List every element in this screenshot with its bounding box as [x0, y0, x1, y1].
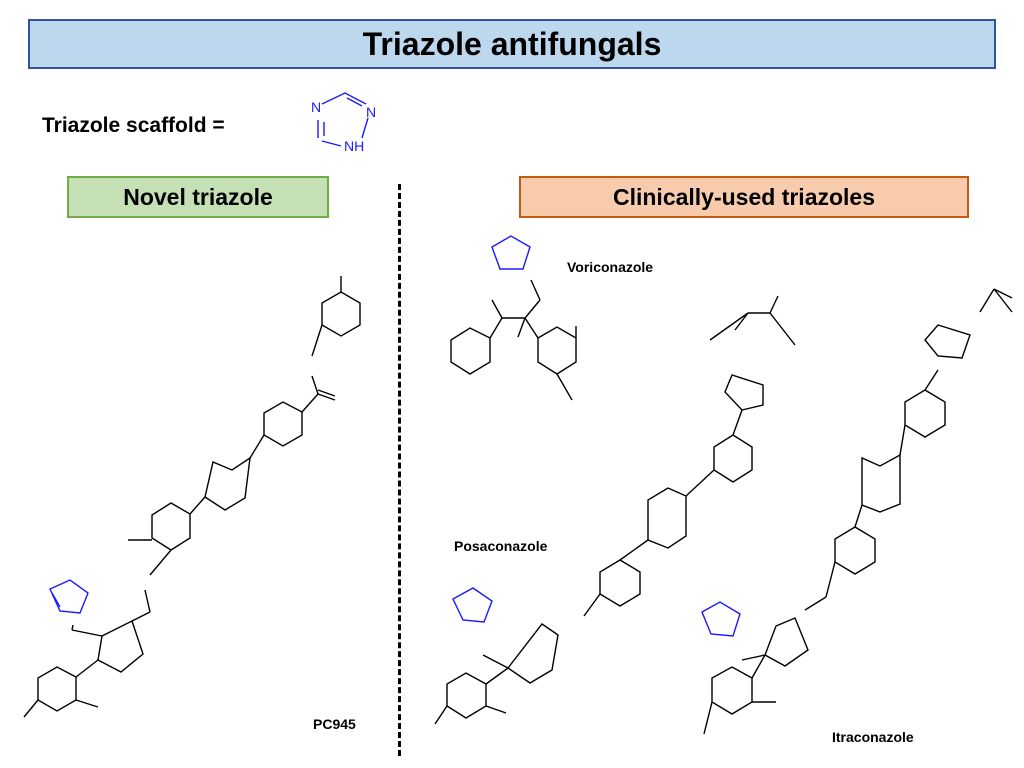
pc945-structure: [23, 276, 361, 718]
clinical-triazoles-header: Clinically-used triazoles: [519, 176, 969, 218]
section-divider: [398, 184, 401, 756]
scaffold-label: Triazole scaffold =: [42, 114, 225, 137]
itraconazole-label: Itraconazole: [832, 729, 914, 745]
voriconazole-label: Voriconazole: [567, 259, 654, 275]
pc945-label: PC945: [313, 716, 356, 732]
scaffold-n1: N: [311, 99, 321, 115]
novel-triazole-label: Novel triazole: [123, 183, 273, 210]
novel-triazole-header: Novel triazole: [67, 176, 329, 218]
itraconazole-structure: [703, 288, 1013, 735]
title-banner: Triazole antifungals: [28, 19, 996, 69]
scaffold-n2: N: [366, 104, 376, 120]
itraconazole-triazole: [701, 601, 741, 637]
scaffold-triazole-structure: [317, 92, 369, 147]
scaffold-nh: NH: [344, 138, 364, 154]
voriconazole-triazole: [491, 235, 531, 270]
pc945-triazole: [49, 579, 89, 614]
voriconazole-structure: [450, 279, 577, 401]
clinical-triazoles-label: Clinically-used triazoles: [612, 183, 876, 210]
posaconazole-label: Posaconazole: [454, 538, 548, 554]
posaconazole-structure: [434, 295, 796, 725]
page-title: Triazole antifungals: [362, 25, 662, 62]
posaconazole-triazole: [452, 587, 493, 623]
